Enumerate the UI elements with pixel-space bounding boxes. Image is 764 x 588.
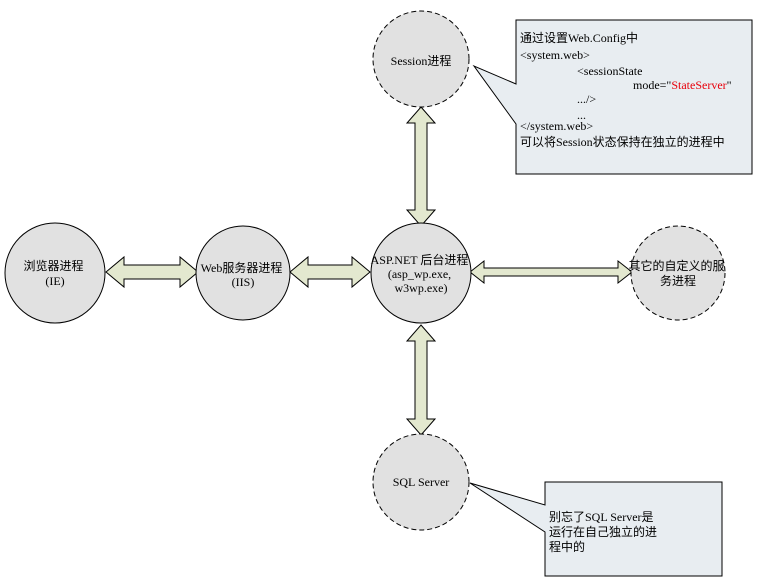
node-label: (IIS) bbox=[232, 275, 255, 289]
node-label: 务进程 bbox=[660, 273, 696, 288]
note-line: 别忘了SQL Server是 bbox=[549, 509, 654, 524]
node-label: 浏览器进程 bbox=[23, 258, 83, 273]
node-label: w3wp.exe) bbox=[395, 281, 448, 295]
arrow-aspnet-custom bbox=[469, 259, 633, 285]
node-label: SQL Server bbox=[393, 475, 450, 489]
note-line: 通过设置Web.Config中 bbox=[520, 30, 638, 45]
arrow-webserver-aspnet bbox=[289, 255, 371, 289]
state-server-value: StateServer bbox=[671, 78, 726, 92]
node-custom: 其它的自定义的服 务进程 bbox=[628, 225, 727, 321]
session-callout: 通过设置Web.Config中 <system.web> <sessionSta… bbox=[472, 19, 753, 175]
svg-text:浏览器进程 (IE): 浏览器进程 (IE) bbox=[23, 258, 86, 288]
note-line: .../> bbox=[577, 92, 596, 106]
node-sql: SQL Server bbox=[372, 433, 470, 531]
arrow-browser-webserver bbox=[105, 255, 199, 289]
node-label: (IE) bbox=[45, 274, 64, 288]
note-line: " bbox=[727, 78, 732, 92]
arrow-aspnet-sql bbox=[405, 324, 437, 436]
note-line: 程中的 bbox=[549, 539, 585, 554]
node-label: (asp_wp.exe, bbox=[388, 267, 451, 281]
note-line: 运行在自己独立的进 bbox=[549, 524, 657, 539]
svg-text:Web服务器进程 (IIS): Web服务器进程 (IIS) bbox=[201, 260, 286, 289]
node-browser: 浏览器进程 (IE) bbox=[4, 222, 106, 324]
node-label: Web服务器进程 bbox=[201, 260, 283, 275]
note-line: 可以将Session状态保持在独立的进程中 bbox=[520, 134, 725, 149]
node-session: Session进程 bbox=[372, 10, 470, 108]
note-line: <system.web> bbox=[520, 48, 590, 62]
node-webserver: Web服务器进程 (IIS) bbox=[195, 225, 291, 321]
sql-callout: 别忘了SQL Server是 运行在自己独立的进 程中的 bbox=[469, 481, 723, 577]
note-line: <sessionState bbox=[577, 64, 642, 78]
svg-text:ASP.NET 后台进程 (asp_wp.exe: ASP.NET 后台进程 (asp_wp.exe, w3wp.exe) bbox=[371, 252, 472, 295]
note-line: mode=" bbox=[633, 78, 671, 92]
node-aspnet: ASP.NET 后台进程 (asp_wp.exe, w3wp.exe) bbox=[370, 222, 472, 324]
svg-text:通过设置Web.Config中 <system.: 通过设置Web.Config中 <system.web> <sessionSta… bbox=[520, 30, 735, 149]
svg-text:Session进程: Session进程 bbox=[391, 53, 452, 68]
node-label: Session进程 bbox=[391, 53, 452, 68]
node-label: 其它的自定义的服 bbox=[628, 258, 724, 273]
svg-text:其它的自定义的服 务进程: 其它的自定义的服 务进程 bbox=[628, 258, 727, 288]
note-line: </system.web> bbox=[520, 119, 593, 133]
node-label: ASP.NET 后台进程 bbox=[371, 252, 469, 267]
arrow-session-aspnet bbox=[405, 106, 437, 227]
note-line: ... bbox=[577, 108, 586, 122]
svg-text:别忘了SQL Server是 运行在自己独立的进: 别忘了SQL Server是 运行在自己独立的进 程中的 bbox=[549, 509, 660, 554]
svg-text:SQL Server: SQL Server bbox=[393, 475, 450, 489]
